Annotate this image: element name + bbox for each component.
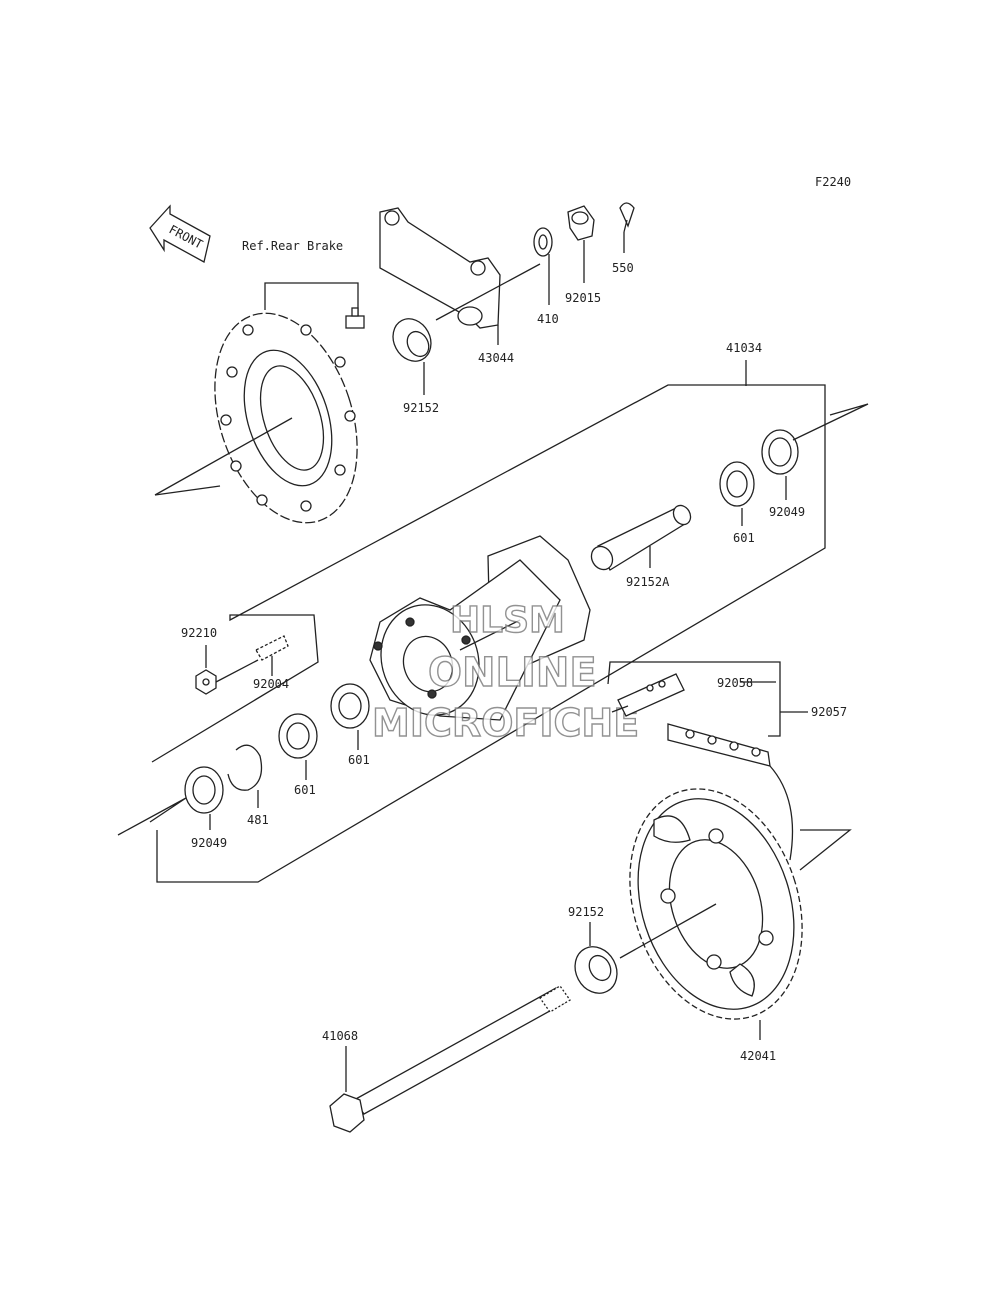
part-label-92049-left: 92049	[191, 836, 227, 850]
hub-assembly-bracket-bottom	[156, 412, 826, 883]
bearing-601-left	[278, 713, 318, 759]
sprocket-axis-line	[619, 903, 717, 959]
brake-disc	[214, 312, 358, 524]
watermark-line-3: MICROFICHE	[372, 701, 639, 745]
cotter-pin-550	[619, 202, 635, 233]
watermark-line-1: HLSM	[450, 600, 565, 641]
oil-seal-92049-right	[761, 429, 799, 475]
spacer-tube-92152A	[590, 504, 692, 571]
sprocket-axis-tail	[799, 829, 852, 871]
stud-92004	[255, 635, 289, 661]
collar-92152-bottom	[574, 946, 618, 994]
wheel-hub	[369, 535, 591, 721]
circlip-481	[227, 744, 263, 791]
drive-chain-92057	[667, 723, 794, 861]
part-label-92058: 92058	[717, 676, 753, 690]
nut-axis-line	[215, 659, 259, 683]
chain-master-link-92058	[611, 673, 685, 717]
bearing-601-right	[719, 461, 755, 507]
disc-axis-line	[154, 417, 293, 496]
part-label-601-left: 601	[294, 783, 316, 797]
part-label-92057: 92057	[811, 705, 847, 719]
part-label-92004: 92004	[253, 677, 289, 691]
collar-nut-92015	[567, 205, 595, 241]
part-label-41068: 41068	[322, 1029, 358, 1043]
part-label-92152-bottom: 92152	[568, 905, 604, 919]
part-label-481: 481	[247, 813, 269, 827]
watermark: HLSM ONLINE MICROFICHE	[371, 599, 640, 745]
bracket-axis-line	[435, 263, 541, 321]
rear-sprocket-42041	[629, 788, 803, 1020]
hub-axis-line	[459, 619, 521, 651]
part-label-550: 550	[612, 261, 634, 275]
part-label-92152-top: 92152	[403, 401, 439, 415]
right-axis-line	[792, 403, 869, 441]
collar-92152-top	[392, 318, 432, 362]
part-label-92152A: 92152A	[626, 575, 670, 589]
caliper-bracket	[379, 207, 501, 329]
disc-axis-tail	[154, 485, 221, 496]
front-arrow-icon: FRONT	[149, 204, 211, 263]
part-label-92210: 92210	[181, 626, 217, 640]
bearing-601-mid	[330, 683, 370, 729]
part-label-92049-right: 92049	[769, 505, 805, 519]
rear-axle-41068	[329, 985, 571, 1133]
oil-seal-92049-left	[184, 766, 224, 814]
hub-assembly-bracket-top	[151, 384, 826, 763]
part-label-601-right: 601	[733, 531, 755, 545]
part-label-410: 410	[537, 312, 559, 326]
diagram-code: F2240	[815, 175, 851, 189]
part-label-41034: 41034	[726, 341, 762, 355]
watermark-line-2: ONLINE	[428, 650, 597, 696]
part-label-601-mid: 601	[348, 753, 370, 767]
ref-bracket-line	[264, 282, 359, 320]
part-label-42041: 42041	[740, 1049, 776, 1063]
bracket-92058	[607, 661, 781, 737]
disc-bolt	[345, 307, 365, 329]
ref-rear-brake-label: Ref.Rear Brake	[242, 239, 343, 253]
part-label-92015: 92015	[565, 291, 601, 305]
part-label-43044: 43044	[478, 351, 514, 365]
left-axis-line	[117, 797, 187, 836]
